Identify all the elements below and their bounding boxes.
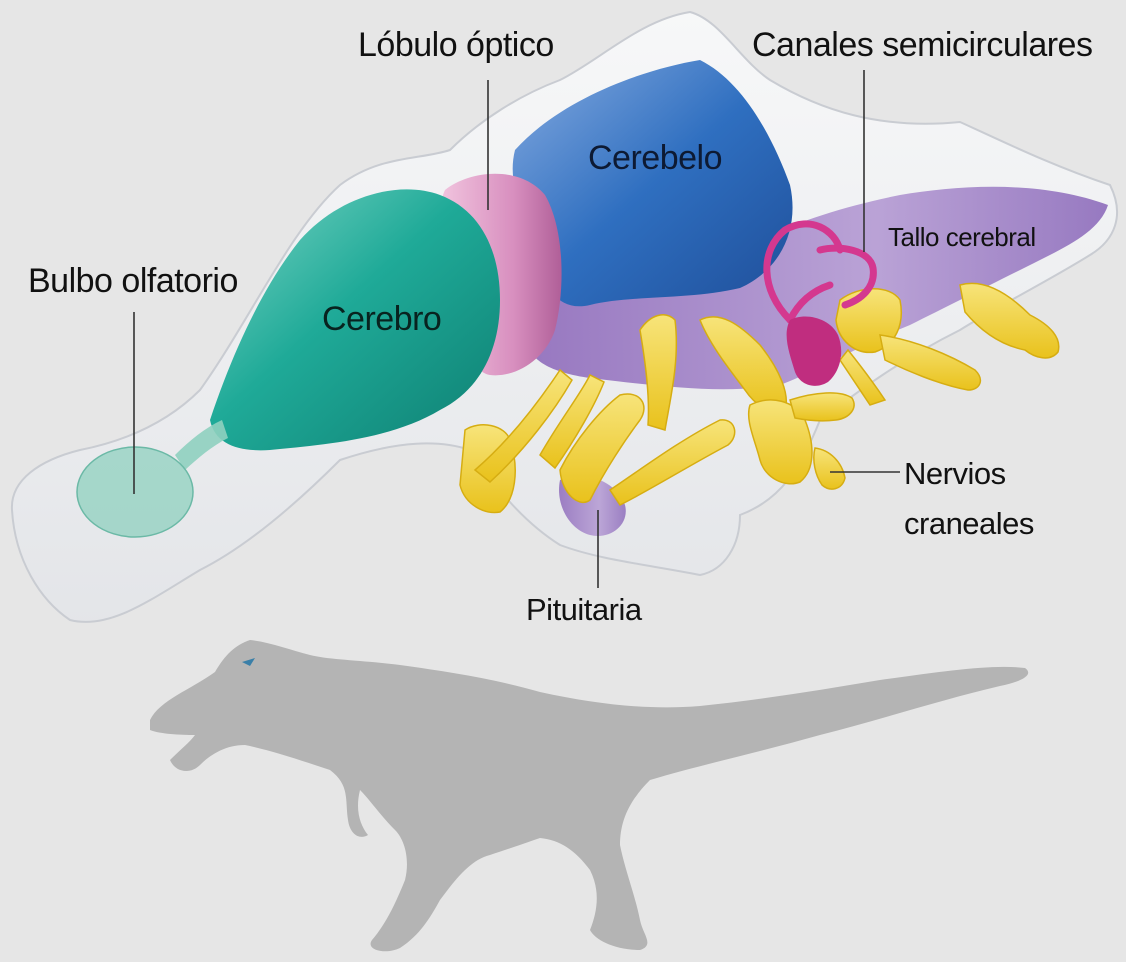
label-nervios: Nervios <box>904 456 1006 492</box>
label-pituitaria: Pituitaria <box>526 592 642 628</box>
olfactory-bulb <box>77 447 193 537</box>
label-bulbo-olfatorio: Bulbo olfatorio <box>28 262 238 301</box>
label-tallo-cerebral: Tallo cerebral <box>888 222 1036 253</box>
label-canales-semicirculares: Canales semicirculares <box>752 26 1092 65</box>
label-lobulo-optico: Lóbulo óptico <box>358 26 554 65</box>
label-cerebelo: Cerebelo <box>588 139 722 178</box>
label-cerebro: Cerebro <box>322 300 441 339</box>
label-craneales: craneales <box>904 506 1034 542</box>
dinosaur-silhouette <box>150 640 1028 951</box>
